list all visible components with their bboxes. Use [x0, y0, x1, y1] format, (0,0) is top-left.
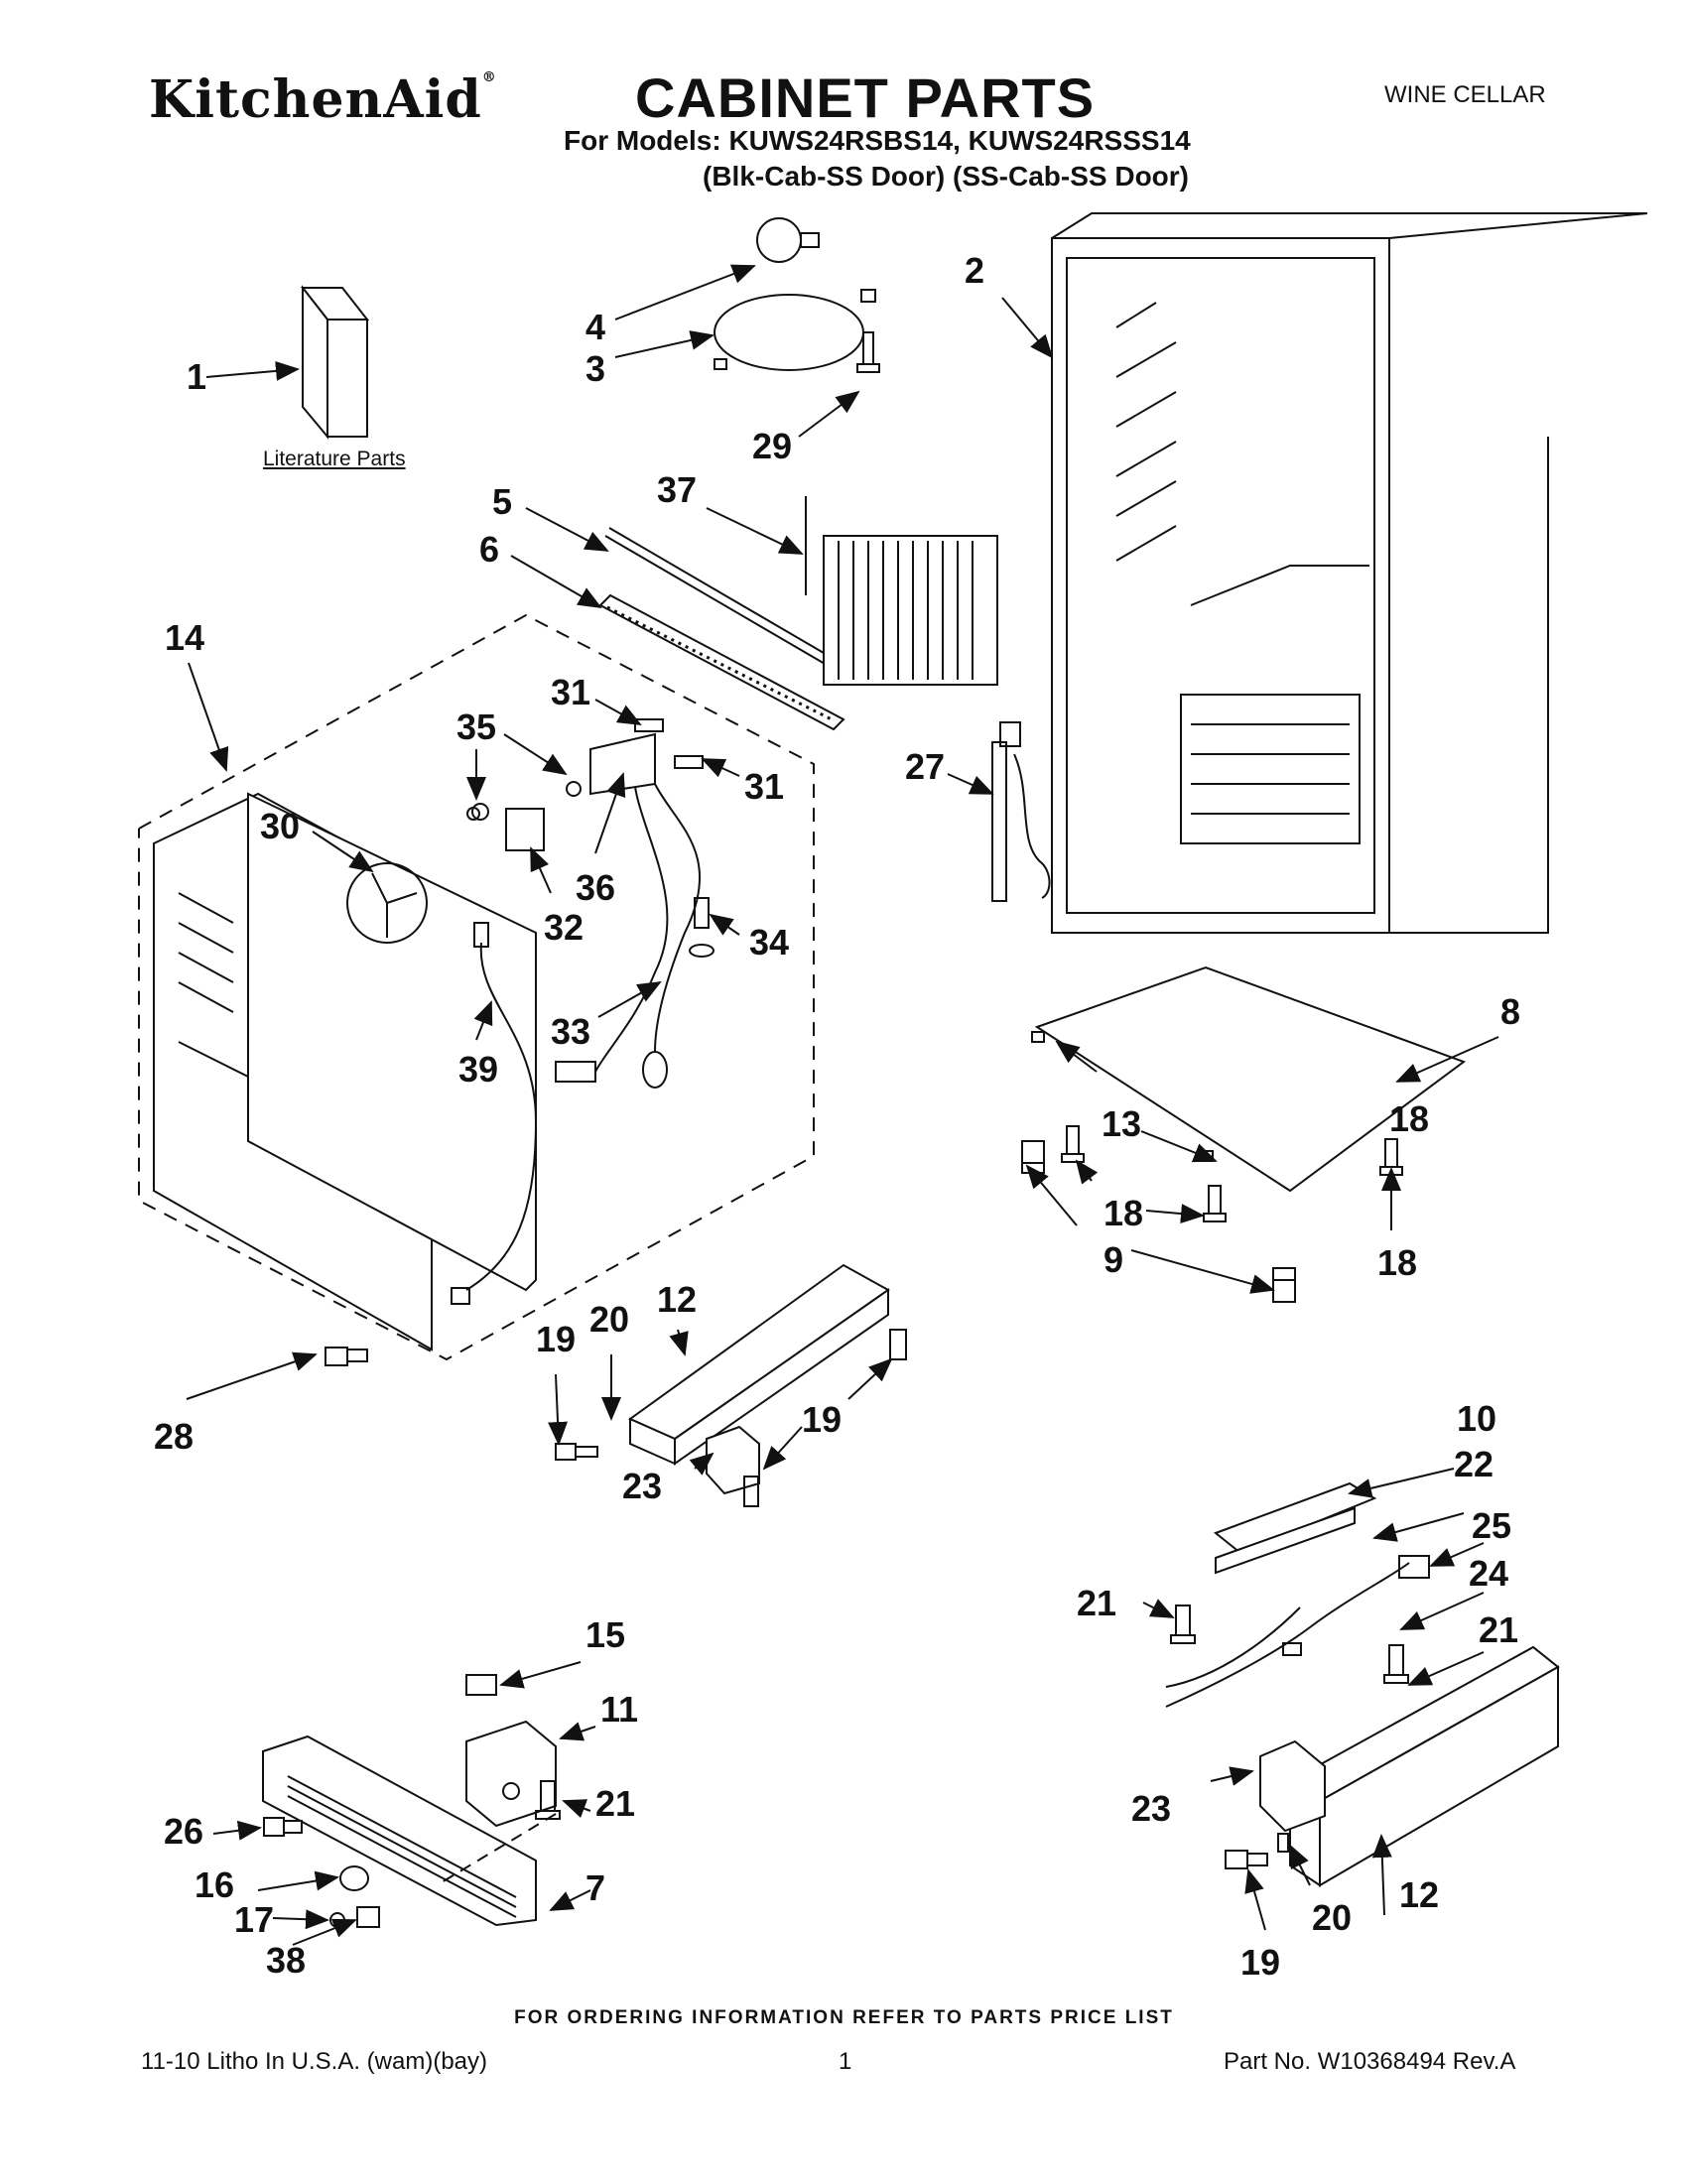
callout-20-upper: 20 [589, 1299, 629, 1340]
switch-15 [465, 1674, 497, 1696]
sensor-part-27 [991, 721, 1051, 902]
callout-22: 22 [1454, 1444, 1493, 1484]
door-variants-line: (Blk-Cab-SS Door) (SS-Cab-SS Door) [703, 161, 1189, 192]
callout-19-upper-left: 19 [536, 1319, 576, 1359]
bottom-plate-part-8 [1031, 965, 1467, 1193]
control-housing-11 [465, 1720, 557, 1828]
callout-2: 2 [965, 250, 984, 291]
callout-18-b: 18 [1377, 1242, 1417, 1283]
grommet-35 [466, 781, 582, 821]
screw-29 [856, 331, 880, 373]
light-lens-part [714, 289, 876, 371]
callout-26: 26 [164, 1811, 203, 1852]
callout-5: 5 [492, 481, 512, 522]
screw-21-lower [1170, 1605, 1409, 1684]
callout-14: 14 [165, 617, 204, 658]
callout-21-right: 21 [1479, 1609, 1518, 1650]
page-number: 1 [839, 2048, 852, 2075]
callout-27: 27 [905, 746, 945, 787]
kickplate-part-7 [262, 1734, 537, 1927]
callout-38: 38 [266, 1940, 306, 1981]
rail-part-12-upper [628, 1263, 890, 1466]
callout-20-lower: 20 [1312, 1897, 1352, 1938]
screw-28 [325, 1347, 368, 1366]
harness-25 [1165, 1555, 1430, 1708]
callout-3: 3 [585, 348, 605, 389]
screw-26 [263, 1817, 303, 1837]
callout-7: 7 [585, 1867, 605, 1908]
callout-34: 34 [749, 922, 789, 963]
callout-12-upper: 12 [657, 1279, 697, 1320]
evaporator-coil-part [805, 496, 998, 686]
light-bulb-part [756, 217, 820, 263]
strip-part-6 [598, 593, 845, 731]
bracket-36 [589, 732, 656, 796]
screw-34 [689, 897, 714, 958]
callout-13: 13 [1102, 1103, 1141, 1144]
literature-booklet-part [300, 285, 370, 440]
models-line: For Models: KUWS24RSBS14, KUWS24RSSS14 [564, 125, 1191, 156]
rod-part-5 [604, 527, 848, 676]
callout-8: 8 [1500, 991, 1520, 1032]
callout-numbers: 1 2 3 4 29 5 6 37 14 31 35 31 30 36 32 3… [154, 250, 1520, 1983]
callout-29: 29 [752, 426, 792, 466]
ordering-note: FOR ORDERING INFORMATION REFER TO PARTS … [514, 2007, 1174, 2028]
part-number: Part No. W10368494 Rev.A [1224, 2048, 1516, 2075]
fan-shroud-part [247, 792, 537, 1292]
bracket-23-upper [706, 1425, 760, 1495]
bracket-23-lower [1259, 1739, 1326, 1833]
literature-parts-label: Literature Parts [263, 448, 406, 470]
callout-39: 39 [458, 1049, 498, 1090]
callout-4: 4 [585, 307, 605, 347]
callout-1: 1 [187, 356, 206, 397]
callout-16: 16 [195, 1864, 234, 1905]
callout-21-kick: 21 [595, 1783, 635, 1824]
kitchenaid-logo: KitchenAid® [149, 69, 497, 130]
screw-19-lower [1225, 1850, 1268, 1869]
callout-36: 36 [576, 867, 615, 908]
callout-19-lower: 19 [1240, 1942, 1280, 1983]
callout-30: 30 [260, 806, 300, 846]
callout-31-right: 31 [744, 766, 784, 807]
cabinet-part [1051, 212, 1648, 934]
wire-39 [451, 922, 538, 1305]
category-label: WINE CELLAR [1384, 81, 1546, 108]
callout-leaders [186, 264, 1499, 1946]
rail-part-12-lower [1288, 1645, 1560, 1887]
callout-15: 15 [585, 1614, 625, 1655]
screw-18 [1061, 1125, 1403, 1222]
knob-16 [339, 1865, 369, 1891]
callout-10: 10 [1457, 1398, 1496, 1439]
callout-23-lower: 23 [1131, 1788, 1171, 1829]
callout-11: 11 [600, 1689, 638, 1730]
callout-12-lower: 12 [1399, 1874, 1439, 1915]
callout-23-upper: 23 [622, 1466, 662, 1506]
callout-31-top: 31 [551, 672, 590, 712]
wiring-harness-33 [555, 763, 702, 1089]
callout-35: 35 [456, 707, 496, 747]
callout-32: 32 [544, 907, 584, 948]
rail-part-10 [1213, 1481, 1377, 1575]
callout-25: 25 [1472, 1505, 1511, 1546]
callout-6: 6 [479, 529, 499, 570]
print-info: 11-10 Litho In U.S.A. (wam)(bay) [141, 2048, 488, 2075]
callout-21-left: 21 [1077, 1583, 1116, 1623]
callout-19-upper-right: 19 [802, 1399, 842, 1440]
callout-37: 37 [657, 469, 697, 510]
callout-18-a: 18 [1104, 1193, 1143, 1233]
callout-17: 17 [234, 1899, 274, 1940]
callout-28: 28 [154, 1416, 194, 1457]
callout-33: 33 [551, 1011, 590, 1052]
callout-18-c: 18 [1389, 1098, 1429, 1139]
panel-assembly-outline [138, 613, 815, 1361]
callout-9: 9 [1104, 1239, 1123, 1280]
fan-motor-part [471, 803, 545, 851]
switch-38 [356, 1906, 380, 1928]
clip-20-lower [1277, 1833, 1289, 1853]
callout-24: 24 [1469, 1553, 1508, 1594]
page-title: CABINET PARTS [635, 66, 1096, 129]
